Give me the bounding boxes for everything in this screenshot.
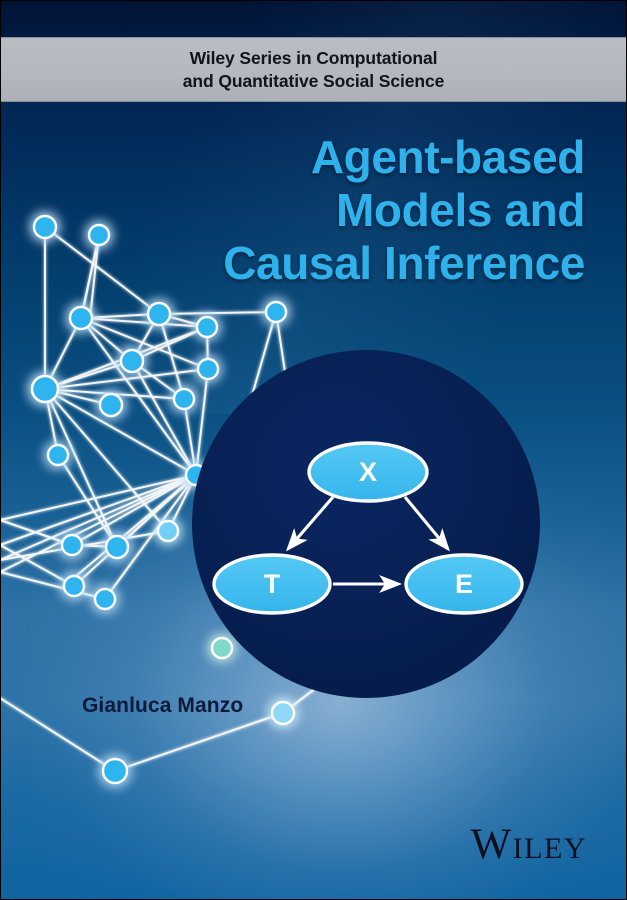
- title-line-1: Agent-based: [310, 131, 586, 183]
- dag-node-e-label: E: [455, 569, 473, 599]
- wiley-logo: Wiley: [470, 821, 587, 868]
- title-line-3: Causal Inference: [223, 237, 585, 289]
- series-line-1: Wiley Series in Computational: [189, 47, 438, 68]
- author-name: Gianluca Manzo: [82, 694, 244, 717]
- book-title: Agent-based Models and Causal Inference: [155, 131, 585, 290]
- dag-node-t: T: [212, 553, 332, 615]
- series-banner: Wiley Series in Computational and Quanti…: [0, 37, 627, 102]
- causal-dag: X T E: [212, 441, 524, 615]
- series-line-2: and Quantitative Social Science: [182, 70, 445, 91]
- dag-node-t-label: T: [264, 569, 281, 599]
- dag-node-e: E: [404, 553, 524, 615]
- dag-edge-x-to-t: [285, 495, 335, 552]
- dag-node-x-label: X: [359, 457, 377, 487]
- dag-edge-x-to-e: [403, 496, 450, 552]
- title-line-2: Models and: [335, 184, 585, 236]
- dag-node-x: X: [307, 441, 429, 503]
